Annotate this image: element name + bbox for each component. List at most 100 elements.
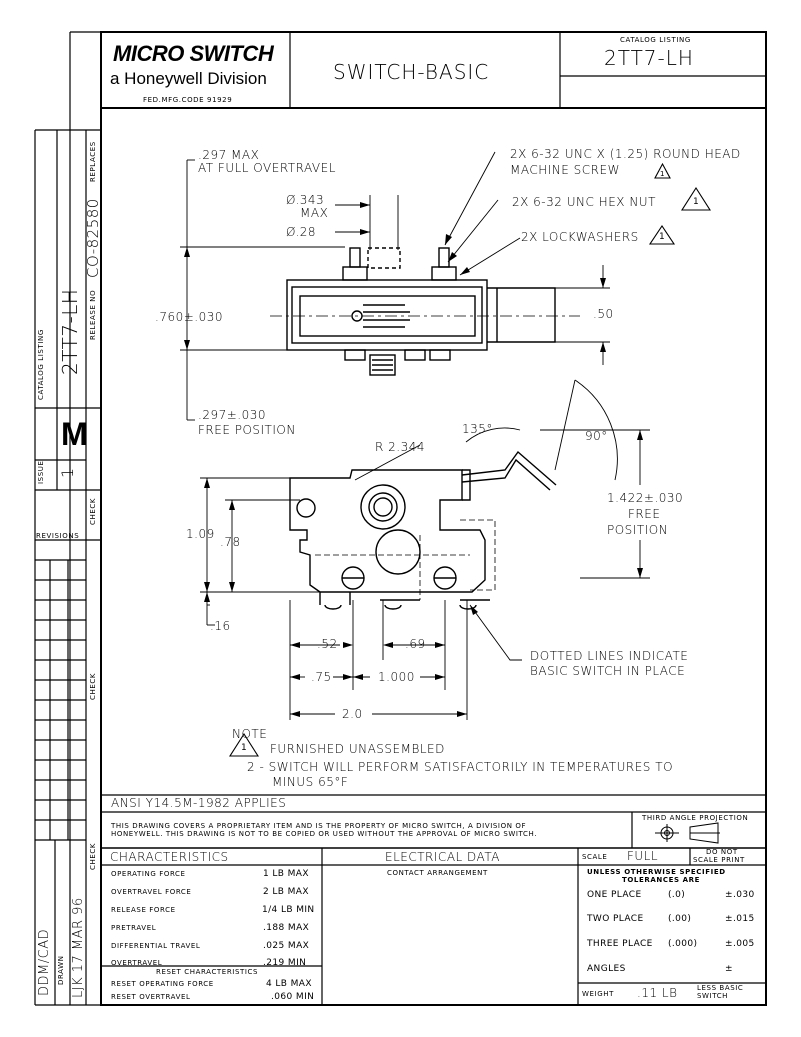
catalog-listing-label: CATALOG LISTING — [620, 36, 691, 44]
dim-2-0: 2.0 — [342, 707, 363, 721]
callout-297-max: .297 MAX — [198, 148, 260, 162]
callout-dotted-lines: DOTTED LINES INDICATE — [530, 649, 689, 663]
char-row-label: RELEASE FORCE — [111, 906, 176, 914]
tol-row-label: ONE PLACE — [587, 890, 642, 900]
tolerance-header-1: UNLESS OTHERWISE SPECIFIED — [587, 868, 726, 876]
flag-1-nut: 1 — [693, 197, 700, 207]
replaces-label: REPLACES — [89, 141, 97, 182]
tol-row-label: ANGLES — [587, 964, 626, 974]
size-letter: M — [61, 416, 88, 452]
char-row-label: OPERATING FORCE — [111, 870, 186, 878]
issue-label: ISSUE — [37, 460, 45, 485]
tol-row-example: (.00) — [668, 914, 692, 924]
dim-78: .78 — [220, 535, 241, 549]
char-row-value: 1 LB MAX — [263, 869, 309, 879]
dim-16: .16 — [210, 619, 231, 633]
tol-row-example: (.0) — [668, 890, 686, 900]
char-row-value: .025 MAX — [263, 941, 310, 951]
reset-row-label: RESET OPERATING FORCE — [111, 980, 214, 988]
check-label-3: CHECK — [89, 842, 97, 870]
char-row-value: 2 LB MAX — [263, 887, 309, 897]
char-row-value: .219 MIN — [263, 958, 307, 968]
drawn-date: LJK 17 MAR 96 — [71, 897, 86, 998]
drawn-label: DRAWN — [57, 955, 65, 985]
catalog-number: 2TT7-LH — [604, 46, 694, 70]
callout-basic-switch: BASIC SWITCH IN PLACE — [530, 664, 686, 678]
dim-52: .52 — [317, 637, 338, 651]
proprietary-line-1: THIS DRAWING COVERS A PROPRIETARY ITEM A… — [111, 822, 527, 830]
dim-297-free: .297±.030 — [198, 408, 266, 422]
dim-75: .75 — [311, 670, 332, 684]
top-view — [286, 247, 556, 376]
callout-full-overtravel: AT FULL OVERTRAVEL — [198, 161, 336, 175]
dim-69: .69 — [405, 637, 426, 651]
tol-row-label: THREE PLACE — [587, 939, 653, 949]
note-2-text: 2 - SWITCH WILL PERFORM SATISFACTORILY I… — [247, 760, 674, 774]
char-row-label: PRETRAVEL — [111, 924, 157, 932]
release-label: RELEASE NO — [89, 289, 97, 340]
tol-row-value: ±.005 — [725, 939, 755, 949]
tol-row-value: ±.015 — [725, 914, 755, 924]
dim-dia-343-max: MAX — [300, 206, 329, 220]
contact-arrangement: CONTACT ARRANGEMENT — [387, 869, 488, 877]
proprietary-line-2: HONEYWELL. THIS DRAWING IS NOT TO BE COP… — [111, 830, 538, 838]
dim-1422: 1.422±.030 — [607, 491, 684, 505]
release-number: CO-82580 — [84, 198, 102, 278]
weight-note-2: SWITCH — [697, 992, 729, 1000]
dim-1422-position: POSITION — [607, 523, 669, 537]
fed-code: FED.MFG.CODE 91929 — [143, 96, 233, 104]
callout-hex-nut: 2X 6-32 UNC HEX NUT — [512, 195, 656, 209]
drawing-title: SWITCH-BASIC — [333, 60, 490, 84]
tolerance-header-2: TOLERANCES ARE — [622, 876, 701, 884]
scale-value: FULL — [627, 849, 659, 863]
callout-lockwashers: 2X LOCKWASHERS — [521, 230, 639, 244]
dim-50: .50 — [593, 307, 614, 321]
note-2-text-b: MINUS 65°F — [272, 775, 349, 789]
note-title: NOTE — [232, 727, 268, 741]
side-catalog-label: CATALOG LISTING — [37, 329, 45, 400]
characteristics-header: CHARACTERISTICS — [110, 850, 229, 864]
side-view — [289, 450, 557, 610]
dim-760: .760±.030 — [155, 310, 223, 324]
reset-header: RESET CHARACTERISTICS — [156, 968, 259, 976]
scale-note-2: SCALE PRINT — [693, 856, 745, 864]
note-flag-1: 1 — [241, 743, 248, 753]
char-row-value: 1/4 LB MIN — [262, 905, 315, 915]
weight-value: .11 LB — [637, 986, 678, 1000]
tol-row-value: ± — [725, 964, 733, 974]
dim-1422-free: FREE — [628, 507, 661, 521]
flag-1-screw: 1 — [660, 170, 666, 178]
reset-row-label: RESET OVERTRAVEL — [111, 993, 191, 1001]
electrical-header: ELECTRICAL DATA — [385, 850, 500, 864]
tol-row-value: ±.030 — [725, 890, 755, 900]
check-label-1: CHECK — [89, 497, 97, 525]
reset-row-value: .060 MIN — [271, 992, 315, 1002]
ansi-note: ANSI Y14.5M-1982 APPLIES — [111, 796, 287, 810]
char-row-label: OVERTRAVEL FORCE — [111, 888, 192, 896]
callout-screw: 2X 6-32 UNC X (1.25) ROUND HEAD — [510, 147, 741, 161]
tol-row-example: (.000) — [668, 939, 698, 949]
side-arrows — [204, 430, 643, 717]
callout-screw-2: MACHINE SCREW — [510, 163, 620, 177]
scale-label: SCALE — [582, 853, 608, 861]
weight-label: WEIGHT — [582, 990, 614, 998]
main-border — [100, 31, 767, 1006]
dim-109: 1.09 — [186, 527, 215, 541]
projection-symbol — [655, 822, 720, 844]
char-row-label: DIFFERENTIAL TRAVEL — [111, 942, 201, 950]
weight-note-1: LESS BASIC — [697, 984, 744, 992]
char-row-label: OVERTRAVEL — [111, 959, 163, 967]
brand-logo: MICRO SWITCH — [113, 41, 274, 66]
reset-row-value: 4 LB MAX — [266, 979, 312, 989]
tol-row-label: TWO PLACE — [587, 914, 644, 924]
dim-dia-28: Ø.28 — [286, 225, 317, 239]
scale-note-1: DO NOT — [706, 848, 738, 856]
flag-1-washer: 1 — [659, 232, 666, 242]
issue-number: 1 — [58, 467, 77, 478]
char-row-value: .188 MAX — [263, 923, 310, 933]
note-1-text: FURNISHED UNASSEMBLED — [270, 742, 445, 756]
revisions-label: REVISIONS — [36, 532, 80, 540]
revision-grid — [35, 559, 86, 840]
side-catalog-number: 2TT7-LH — [58, 288, 82, 375]
